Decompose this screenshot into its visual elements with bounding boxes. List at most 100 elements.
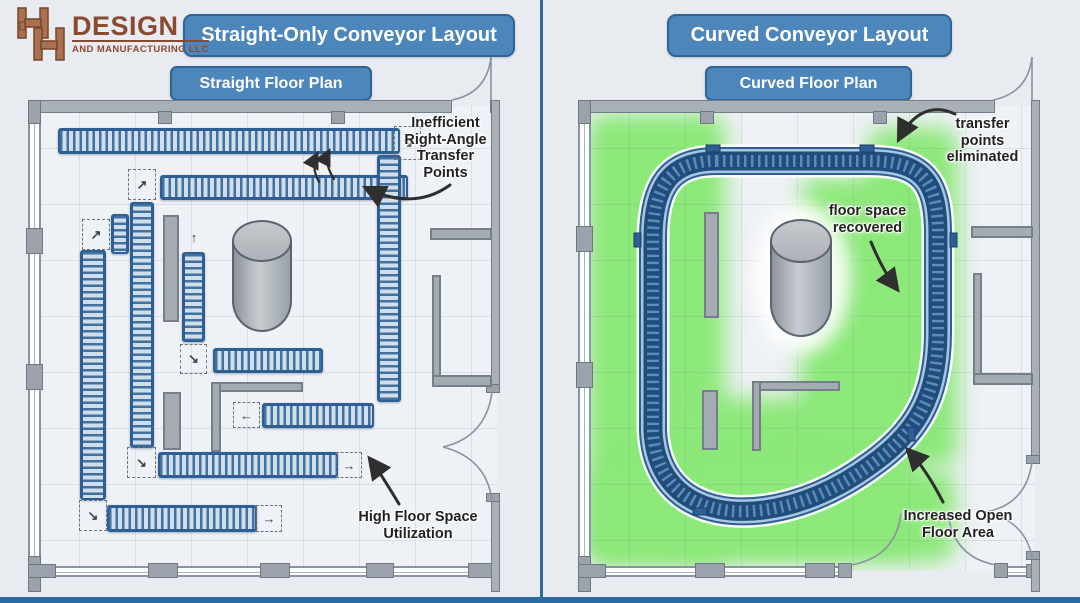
right-panel-subtitle: Curved Floor Plan bbox=[705, 66, 912, 101]
window-mullion bbox=[366, 563, 394, 578]
door-jamb bbox=[486, 384, 500, 393]
annotation-open-floor: Increased Open Floor Area bbox=[878, 508, 1038, 541]
center-divider bbox=[540, 0, 543, 603]
annotation-line: recovered bbox=[832, 219, 903, 236]
l-wall-horizontal bbox=[752, 381, 840, 391]
left-panel-subtitle: Straight Floor Plan bbox=[170, 66, 372, 101]
annotation-line: Floor Area bbox=[922, 524, 994, 541]
left-wall-west-windows bbox=[28, 100, 41, 592]
wall-corner bbox=[578, 100, 591, 124]
logo-hh-monogram-icon bbox=[17, 7, 65, 61]
window-mullion bbox=[578, 564, 606, 578]
pilaster bbox=[873, 111, 887, 124]
diag-arrow-icon: ↘ bbox=[188, 351, 199, 366]
right-arrow-icon: → bbox=[262, 511, 276, 526]
left-wall-top bbox=[28, 100, 452, 113]
flow-arrow: ↑ bbox=[185, 224, 203, 250]
transfer-point-box: ↘ bbox=[79, 500, 107, 531]
conveyor-segment bbox=[262, 403, 374, 428]
conveyor-segment bbox=[182, 252, 205, 342]
annotation-line: Right-Angle bbox=[404, 131, 487, 148]
flow-arrow-box: ← bbox=[233, 402, 260, 428]
flow-arrow-box: → bbox=[256, 505, 282, 532]
door-jamb bbox=[1026, 455, 1040, 464]
diag-arrow-icon: ↘ bbox=[402, 135, 413, 150]
l-wall-vertical bbox=[752, 381, 761, 451]
conveyor-segment bbox=[377, 155, 401, 402]
annotation-line: Increased Open bbox=[903, 508, 1013, 524]
annotation-transfer-eliminated: transfer points eliminated bbox=[925, 116, 1040, 166]
flow-arrow-box: → bbox=[336, 452, 362, 478]
pilaster bbox=[158, 111, 172, 124]
window-mullion bbox=[26, 364, 43, 390]
column-slab bbox=[163, 215, 179, 322]
interior-wall bbox=[432, 375, 492, 387]
door-jamb bbox=[486, 493, 500, 502]
diag-arrow-icon: ↘ bbox=[136, 454, 147, 470]
conveyor-segment bbox=[130, 202, 154, 448]
annotation-transfer-points: Inefficient Right-Angle Transfer Points bbox=[383, 115, 508, 181]
window-mullion bbox=[576, 362, 593, 388]
tank-cylinder-top bbox=[232, 220, 292, 262]
l-wall-horizontal bbox=[211, 382, 303, 392]
conveyor-segment bbox=[213, 348, 323, 373]
column-slab bbox=[704, 212, 719, 318]
door-jamb bbox=[838, 563, 852, 578]
door-arc bbox=[451, 56, 492, 101]
annotation-floor-recovered: floor space recovered bbox=[805, 203, 930, 236]
conveyor-segment bbox=[58, 128, 400, 154]
annotation-line: High Floor Space bbox=[358, 509, 478, 525]
transfer-point-box: ↘ bbox=[180, 344, 207, 374]
annotation-line: transfer bbox=[955, 116, 1010, 132]
right-wall-south-windows bbox=[998, 566, 1040, 577]
interior-wall bbox=[973, 373, 1033, 385]
window-mullion bbox=[695, 563, 725, 578]
right-wall-west-windows bbox=[578, 100, 591, 592]
conveyor-segment bbox=[80, 250, 106, 500]
door-jamb bbox=[1026, 551, 1040, 560]
left-arrow-icon: ← bbox=[240, 407, 253, 423]
logo-tagline: AND MANUFACTURING LLC bbox=[72, 44, 209, 55]
annotation-line: Transfer bbox=[416, 148, 475, 164]
window-mullion bbox=[576, 226, 593, 252]
door-arc bbox=[992, 56, 1033, 101]
door-jamb bbox=[994, 563, 1008, 578]
conveyor-segment bbox=[160, 175, 408, 200]
annotation-line: Points bbox=[423, 164, 468, 181]
company-logo: DESIGN AND MANUFACTURING LLC bbox=[16, 5, 209, 63]
interior-wall bbox=[430, 228, 492, 240]
window-mullion bbox=[805, 563, 835, 578]
annotation-line: points bbox=[960, 132, 1005, 149]
wall-corner bbox=[28, 100, 41, 124]
annotation-line: eliminated bbox=[946, 149, 1019, 165]
diag-arrow-icon: ↗ bbox=[90, 226, 102, 242]
transfer-point-box: ↘ bbox=[394, 126, 421, 160]
interior-wall bbox=[971, 226, 1033, 238]
right-wall-top bbox=[578, 100, 995, 113]
column-slab bbox=[702, 390, 718, 450]
transfer-point-box: ↗ bbox=[128, 169, 156, 200]
conveyor-segment bbox=[111, 214, 129, 254]
pilaster bbox=[331, 111, 345, 124]
window-mullion bbox=[148, 563, 178, 578]
right-panel-title: Curved Conveyor Layout bbox=[667, 14, 952, 57]
pilaster bbox=[700, 111, 714, 124]
interior-wall bbox=[432, 275, 441, 387]
annotation-line: Utilization bbox=[383, 525, 453, 542]
window-mullion bbox=[26, 228, 43, 254]
annotation-line: Inefficient bbox=[411, 115, 480, 131]
l-wall-vertical bbox=[211, 382, 221, 452]
left-panel-title: Straight-Only Conveyor Layout bbox=[183, 14, 515, 57]
window-mullion bbox=[260, 563, 290, 578]
bottom-accent-bar bbox=[0, 597, 1080, 603]
logo-name: DESIGN bbox=[72, 13, 209, 42]
up-arrow-icon: ↑ bbox=[190, 229, 198, 245]
transfer-point-box: ↗ bbox=[82, 219, 110, 250]
annotation-line: floor space bbox=[828, 203, 907, 219]
diag-arrow-icon: ↗ bbox=[136, 176, 148, 192]
interior-wall bbox=[973, 273, 982, 385]
conveyor-segment bbox=[158, 452, 338, 478]
column-slab bbox=[163, 392, 181, 450]
annotation-floor-utilization: High Floor Space Utilization bbox=[338, 509, 498, 542]
